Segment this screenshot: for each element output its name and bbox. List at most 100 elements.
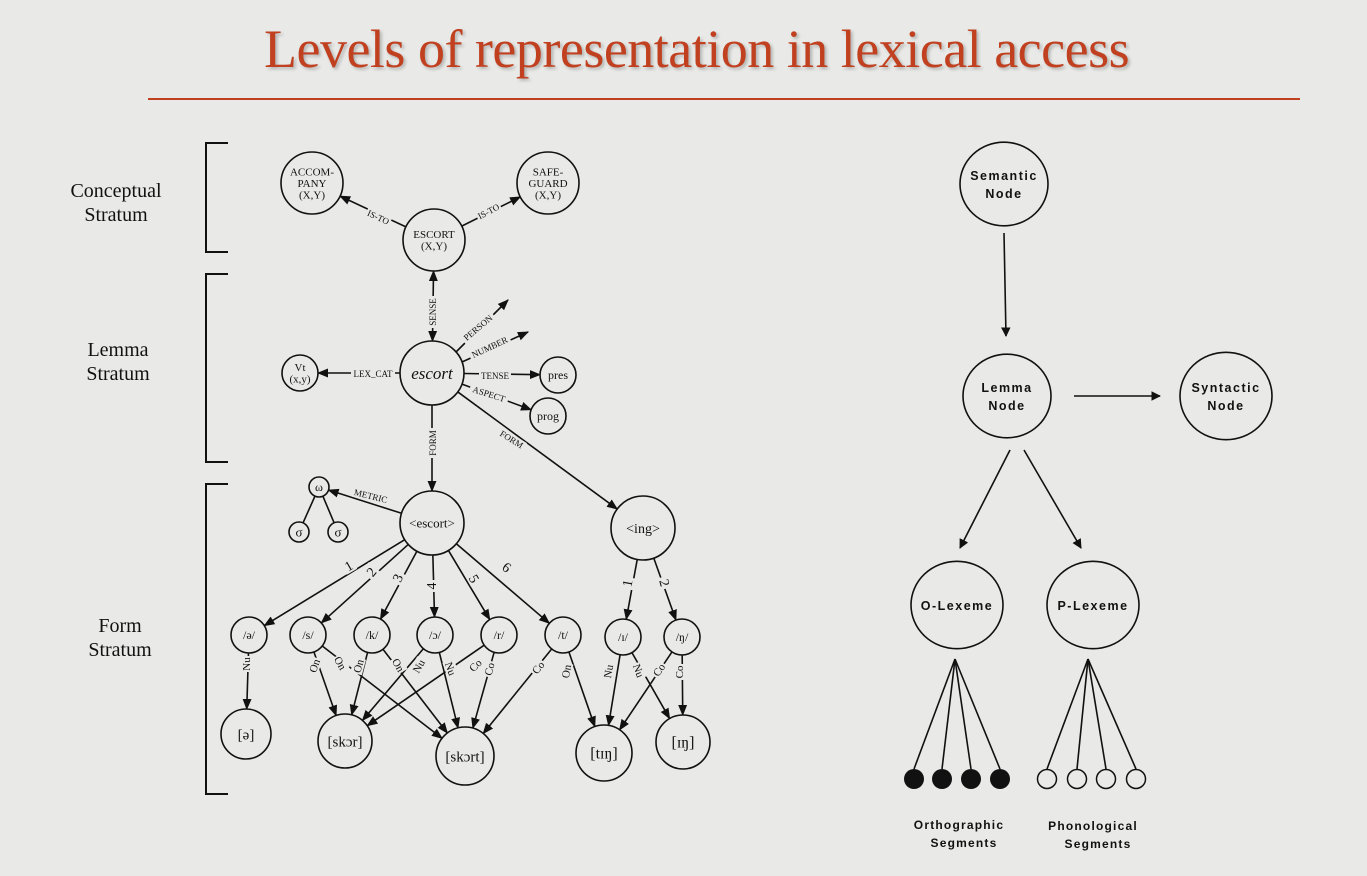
edge-label-co: Co: [530, 659, 548, 677]
edge-label-bg: [673, 664, 685, 680]
edge-label-is-to-1: IS-TO: [366, 208, 391, 227]
edge-label-bg: [351, 369, 395, 379]
node-label: (X,Y): [535, 189, 561, 201]
edge-label-bg: [467, 333, 512, 362]
edge-syllabify-13: [618, 651, 673, 731]
node-circle: [1179, 351, 1273, 441]
edge-label-on: On: [352, 658, 367, 675]
edge-label-bg: [479, 371, 511, 381]
node-label: (x,y): [289, 374, 310, 386]
edge-syllabify-6: [438, 652, 460, 729]
node-circle: [604, 618, 642, 656]
edge-label-bg: [240, 656, 252, 672]
node-circle: [959, 141, 1049, 227]
orthographic-segment: [961, 769, 981, 789]
node-circle: [910, 560, 1004, 650]
edge-o-lexeme-segment: [954, 658, 1001, 770]
edge-label-bg: [528, 657, 548, 678]
node-syl-schwa: [ə]: [220, 708, 272, 760]
node-circle: [220, 708, 272, 760]
edge-label-aspect: ASPECT: [471, 384, 506, 404]
edge-label-bg: [474, 200, 503, 222]
node-label: ACCOM-: [290, 166, 334, 178]
edge-label-bg: [428, 296, 438, 328]
node-escort-form: <escort>: [399, 490, 465, 556]
edge-label-nu: Nu: [630, 663, 646, 680]
edge-syllabify-5: [361, 648, 424, 722]
edge-label-bg: [387, 569, 407, 587]
node-circle: [327, 521, 349, 543]
edge-label-co: Co: [483, 661, 498, 677]
edge-label-number: NUMBER: [470, 335, 509, 360]
node-circle: [962, 353, 1052, 439]
node-circle: [281, 354, 319, 392]
edge-syllabify-7: [366, 644, 485, 727]
node-label: Node: [985, 187, 1022, 201]
node-ph-schwa: /ə/: [230, 616, 268, 654]
phonological-segment: [1066, 768, 1088, 790]
node-circle: [529, 397, 567, 435]
node-escort-concept: ESCORT(X,Y): [402, 208, 466, 272]
edge-label-co: Co: [674, 665, 686, 678]
node-label: Node: [988, 399, 1025, 413]
edge-label-bg: [618, 575, 636, 591]
node-circle: [230, 616, 268, 654]
node-circle: [480, 616, 518, 654]
edge-o-lexeme-segment: [913, 658, 956, 770]
edge-label-bg: [305, 656, 323, 676]
edge-label-bg: [649, 659, 669, 680]
stratum-label-line1: Lemma: [87, 339, 148, 361]
edge-label-bg: [558, 662, 574, 681]
edge-ing-segment-2: [653, 557, 677, 622]
phonological-segment: [1036, 768, 1058, 790]
bracket-lemma: [205, 273, 228, 463]
node-label: /r/: [494, 628, 505, 642]
slide-title: Levels of representation in lexical acce…: [264, 19, 1130, 79]
node-syl-ting: [tɪŋ]: [575, 724, 633, 782]
node-sigma1: σ: [288, 521, 310, 543]
edge-label-bg: [465, 655, 486, 676]
node-circle: [575, 724, 633, 782]
node-circle: [655, 714, 711, 770]
edge-label-bg: [459, 311, 497, 345]
node-ph-s: /s/: [289, 616, 327, 654]
node-label: PANY: [298, 178, 327, 190]
phonological-segment: [1125, 768, 1147, 790]
node-syl-ing: [ɪŋ]: [655, 714, 711, 770]
edge-label-lex-cat: LEX_CAT: [354, 369, 393, 379]
edge-label-bg: [656, 574, 675, 591]
edge-label-on: On: [560, 663, 574, 679]
node-circle: [516, 151, 580, 215]
node-label: /t/: [558, 628, 569, 642]
node-circle: [317, 713, 373, 769]
edge-p-lexeme-segment: [1087, 658, 1107, 770]
edge-label-bg: [351, 486, 391, 506]
edge-semantic-to-lemma: [1001, 232, 1011, 337]
node-circle: [399, 340, 465, 406]
edge-label-bg: [630, 661, 648, 681]
node-label: <escort>: [409, 516, 455, 531]
node-label: [skɔr]: [328, 734, 363, 750]
edge-label-seg-4: 4: [425, 583, 440, 590]
stratum-label-line2: Stratum: [86, 363, 150, 385]
node-syl-skor: [skɔr]: [317, 713, 373, 769]
node-label: /k/: [366, 628, 379, 642]
node-label: /s/: [302, 628, 314, 642]
node-label: σ: [334, 525, 341, 540]
edge-label-on: On: [307, 657, 323, 674]
edge-p-lexeme-segment: [1076, 658, 1089, 770]
node-label: (X,Y): [299, 189, 325, 201]
edge-label-bg: [481, 659, 498, 679]
node-label: escort: [411, 364, 454, 383]
node-accompany: ACCOM-PANY(X,Y): [280, 151, 344, 215]
node-circle: [663, 618, 701, 656]
edge-label-bg: [465, 569, 485, 588]
edge-lemma-to-p-lexeme: [1023, 449, 1082, 549]
node-escort-lemma: escort: [399, 340, 465, 406]
node-label: σ: [295, 525, 302, 540]
edge-label-bg: [364, 207, 393, 228]
edge-syllabify-11: [605, 654, 621, 727]
